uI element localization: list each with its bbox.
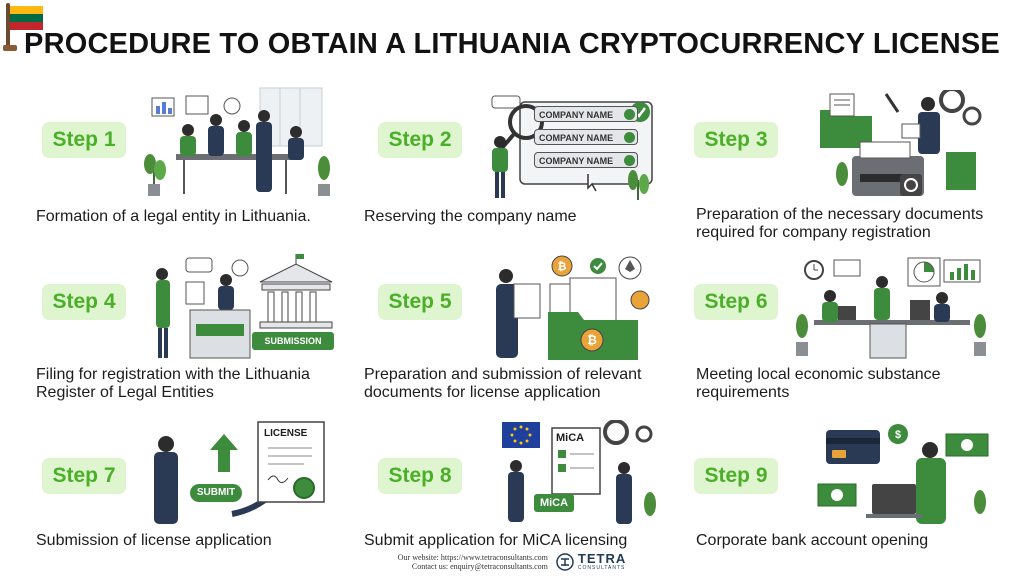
tetra-logo: TETRA CONSULTANTS — [556, 551, 627, 571]
step-card-5: Step 5 ₿ ₿ Preparation and submission of… — [364, 250, 694, 410]
step-badge-3: Step 3 — [694, 122, 778, 158]
step-card-2: Step 2 COMPANY NAME COMPANY NAME COMPANY… — [364, 84, 694, 244]
step-card-6: Step 6 Meeting local economic substance … — [694, 250, 1014, 410]
bank-account-icon: $ — [817, 424, 989, 524]
crypto-documents-icon: ₿ ₿ — [496, 255, 650, 360]
tetra-logo-icon — [556, 553, 574, 571]
meeting-team-icon — [144, 87, 330, 196]
step-badge-1: Step 1 — [42, 122, 126, 158]
footer: Our website: https://www.tetraconsultant… — [0, 551, 1024, 571]
company-name-row-2: COMPANY NAME — [534, 129, 638, 145]
footer-contact-block: Our website: https://www.tetraconsultant… — [398, 553, 548, 571]
svg-text:$: $ — [895, 429, 901, 441]
step-badge-6: Step 6 — [694, 284, 778, 320]
lithuania-flag-icon — [3, 3, 43, 51]
license-submit-icon: LICENSE SUBMIT — [144, 418, 354, 526]
mica-tag: MiCA — [534, 494, 574, 512]
check-icon — [624, 132, 635, 143]
license-doc-label: LICENSE — [264, 428, 308, 439]
page-title: PROCEDURE TO OBTAIN A LITHUANIA CRYPTOCU… — [24, 28, 1000, 60]
step-caption-8: Submit application for MiCA licensing — [364, 532, 628, 549]
step-caption-5: Preparation and submission of relevant d… — [364, 366, 642, 401]
step-caption-7: Submission of license application — [36, 532, 272, 549]
submit-tag: SUBMIT — [190, 484, 242, 502]
step-card-7: Step 7 LICENSE SUBMIT Submission of lice… — [36, 418, 366, 576]
step-badge-4: Step 4 — [42, 284, 126, 320]
svg-text:₿: ₿ — [558, 261, 567, 273]
submission-tag: SUBMISSION — [252, 332, 334, 350]
tetra-brand: TETRA — [577, 551, 627, 566]
company-name-search-icon: COMPANY NAME COMPANY NAME COMPANY NAME — [488, 92, 664, 202]
step-caption-4: Filing for registration with the Lithuan… — [36, 366, 310, 401]
step-badge-5: Step 5 — [378, 284, 462, 320]
company-name-row-1: COMPANY NAME — [534, 106, 638, 122]
step-card-3: Step 3 Preparation of the necessary docu… — [694, 84, 1014, 244]
step-badge-2: Step 2 — [378, 122, 462, 158]
step-caption-3: Preparation of the necessary documents r… — [696, 206, 984, 241]
step-badge-9: Step 9 — [694, 458, 778, 494]
company-name-row-3: COMPANY NAME — [534, 152, 638, 168]
check-icon — [624, 109, 635, 120]
mica-doc-label: MiCA — [556, 432, 585, 444]
step-card-8: Step 8 MiCA MiCA Submit application for … — [364, 418, 694, 576]
tetra-brand-sub: CONSULTANTS — [577, 565, 626, 571]
footer-email[interactable]: Contact us: enquiry@tetraconsultants.com — [411, 562, 548, 571]
government-building-icon: SUBMISSION — [156, 254, 356, 360]
check-icon — [624, 155, 635, 166]
office-workspace-icon — [796, 257, 986, 359]
step-card-1: Step 1 Formation of a legal entity in Li… — [36, 84, 366, 244]
step-badge-7: Step 7 — [42, 458, 126, 494]
svg-text:₿: ₿ — [587, 333, 597, 347]
step-card-9: Step 9 $ Corporate bank account opening — [694, 418, 1014, 576]
step-card-4: Step 4 SUBMISSION Filing for registratio… — [36, 250, 366, 410]
step-badge-8: Step 8 — [378, 458, 462, 494]
document-printer-icon — [820, 90, 982, 196]
step-caption-6: Meeting local economic substance require… — [696, 366, 941, 401]
footer-website[interactable]: Our website: https://www.tetraconsultant… — [397, 553, 548, 562]
step-caption-9: Corporate bank account opening — [696, 532, 929, 549]
mica-application-icon: MiCA MiCA — [492, 420, 668, 526]
step-caption-2: Reserving the company name — [364, 208, 577, 225]
step-caption-1: Formation of a legal entity in Lithuania… — [36, 208, 311, 225]
